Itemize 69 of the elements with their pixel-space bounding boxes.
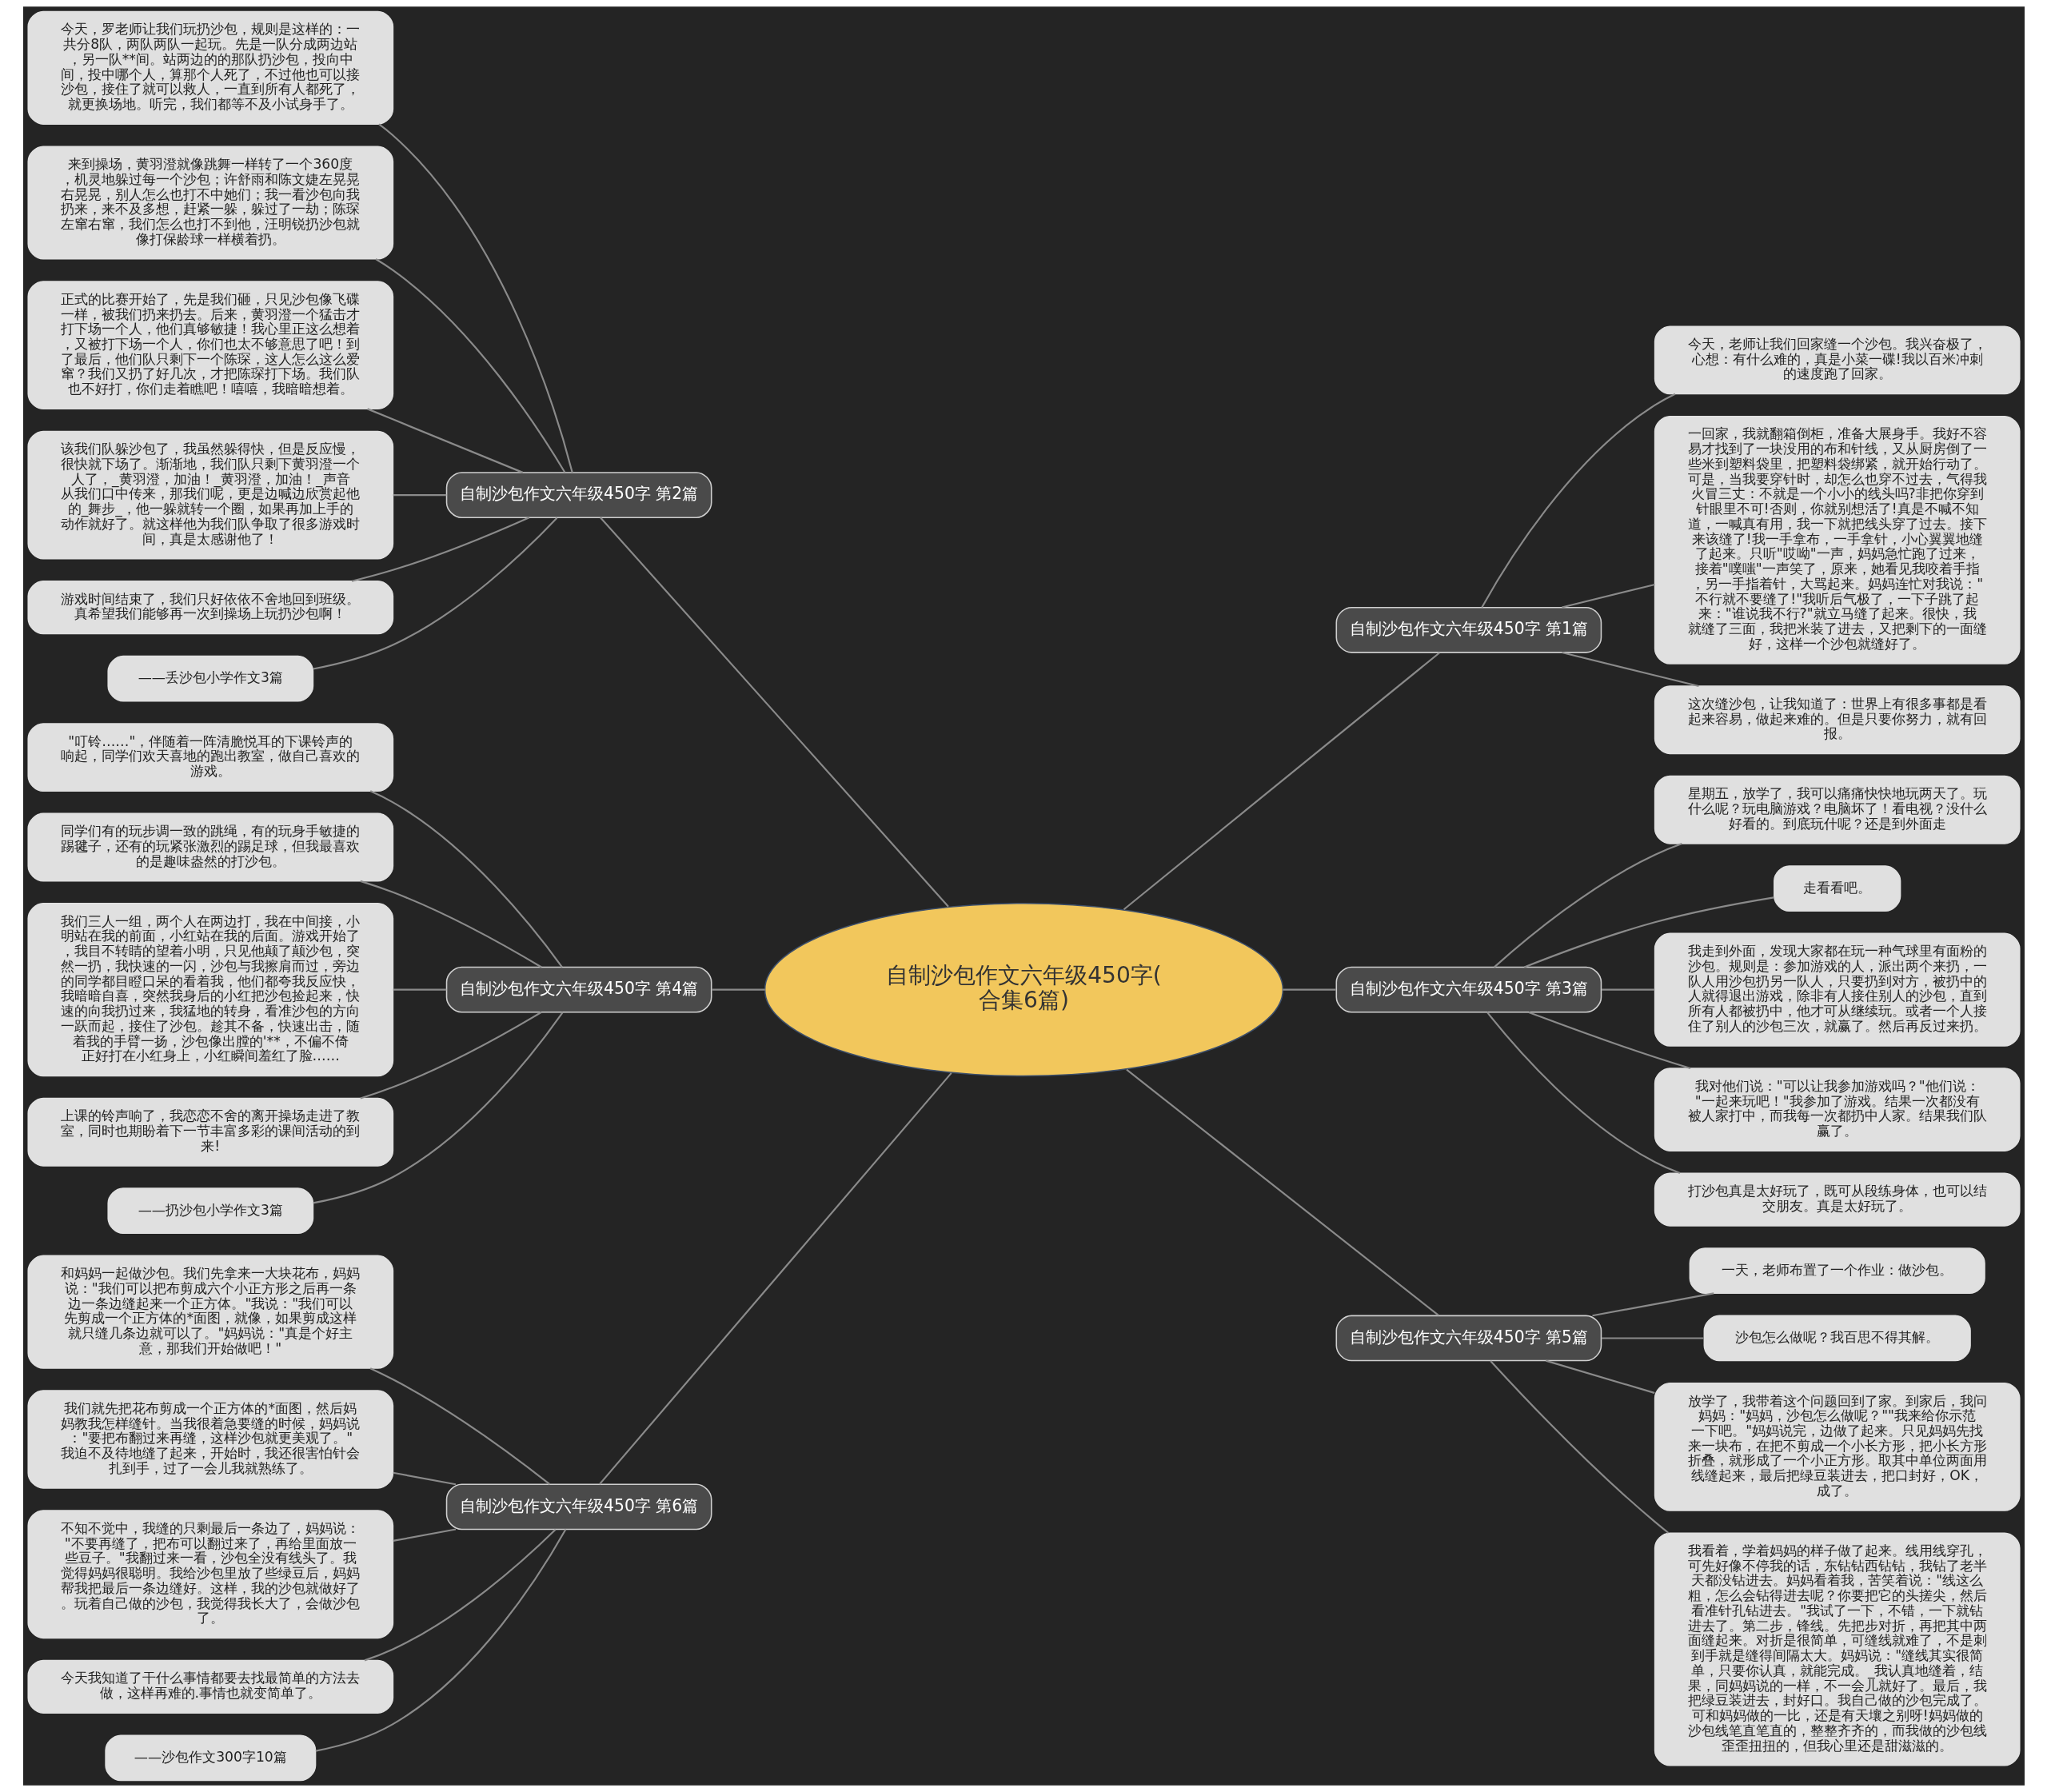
node-box: ——扔沙包小学作文3篇 bbox=[106, 1187, 313, 1235]
node-box: 这次缝沙包，让我知道了：世界上有很多事都是看起来容易，做起来难的。但是只要你努力，就有回报。 bbox=[1654, 685, 2021, 755]
node-box: 一天，老师布置了一个作业：做沙包。 bbox=[1689, 1247, 1985, 1294]
node-box: 自制沙包作文六年级450字 第4篇 bbox=[445, 966, 712, 1013]
connector bbox=[393, 988, 446, 991]
node-box: 正式的比赛开始了，先是我们砸，只见沙包像飞碟一样，被我们扔来扔去。后来，黄羽澄一个猛击才打下场一个人，他们真够敏捷！我心里正这么想着，又被打下场一个人，你们也太不够意思了吧！到了最后，他们队只剩下一个陈琛，这人怎么这么爱窜？我们又扔了好几次，才把陈琛打下场。我们队也不好打，你们走着瞧吧！嘻嘻，我暗暗想着。 bbox=[26, 281, 393, 410]
node-box: 我对他们说："可以让我参加游戏吗？"他们说："一起来玩吧！"我参加了游戏。结果一次都没有被人家打中，而我每一次都扔中人家。结果我们队赢了。 bbox=[1654, 1068, 2021, 1151]
node-box: 我们三人一组，两个人在两边打，我在中间接，小明站在我的前面，小红站在我的后面。游戏开始了，我目不转睛的望着小明，只见他颠了颠沙包，突然一扔，我快速的一闪，沙包与我擦肩而过，旁边的同学都目瞪口呆的看着我，他们都夸我反应快，我暗暗自喜，突然我身后的小红把沙包捡起来，快速的向我扔过来，我猛地的转身，看准沙包的方向一跃而起，接住了沙包。趁其不备，快速出击，随着我的手臂一扬，沙包像出膛的'**，不偏不倚正好打在小红身上，小红瞬间羞红了脸…… bbox=[26, 903, 393, 1077]
node-box: 自制沙包作文六年级450字 第1篇 bbox=[1335, 606, 1602, 653]
connector bbox=[1601, 1337, 1704, 1339]
connector bbox=[1523, 896, 1774, 968]
connector bbox=[1480, 393, 1675, 609]
connector bbox=[1125, 1068, 1439, 1316]
connector bbox=[393, 1528, 456, 1542]
connector bbox=[1486, 1012, 1680, 1175]
connector bbox=[377, 123, 573, 473]
node-box: 游戏时间结束了，我们只好依依不舍地回到班级。真希望我们能够再一次到操场上玩扔沙包啊！ bbox=[26, 581, 393, 635]
node-box: 自制沙包作文六年级450字 第2篇 bbox=[445, 472, 712, 518]
connector bbox=[1545, 1359, 1655, 1395]
node-box: 今天，老师让我们回家缝一个沙包。我兴奋极了，心想：有什么难的，真是小菜一碟!我以百米冲刺的速度跑了回家。 bbox=[1654, 325, 2021, 395]
node-box: 星期五，放学了，我可以痛痛快快地玩两天了。玩什么呢？玩电脑游戏？电脑坏了！看电视？没什么好看的。到底玩什呢？还是到外面走 bbox=[1654, 775, 2021, 844]
node-box: 一回家，我就翻箱倒柜，准备大展身手。我好不容易才找到了一块没用的布和针线，又从厨房倒了一些米到塑料袋里，把塑料袋绑紧，就开始行动了。可是，当我要穿针时，却怎么也穿不过去，气得我火冒三丈：不就是一个小小的线头吗?非把你穿到针眼里不可!否则，你就别想活了!真是不喊不知道，一喊真有用，我一下就把线头穿了过去。接下来该缝了!我一手拿布，一手拿针，小心翼翼地缝了起来。只听"哎呦"一声，妈妈急忙跑了过来，接着"噗嗤"一声笑了，原来，她看见我咬着手指，另一手指着针，大骂起来。妈妈连忙对我说："不行就不要缝了!"我听后气极了，一下子跳了起来："谁说我不行?"就立马缝了起来。很快，我就缝了三面，我把米装了进去，又把剩下的一面缝好，这样一个沙包就缝好了。 bbox=[1654, 415, 2021, 665]
node-box: 我走到外面，发现大家都在玩一种气球里有面粉的沙包。规则是：参加游戏的人，派出两个来扔，一队人用沙包扔另一队人，只要扔到对方，被扔中的人就得退出游戏，除非有人接住别人的沙包，直到所有人都被扔中，他才可从继续玩。或者一个人接住了别人的沙包三次，就赢了。然后再反过来扔。 bbox=[1654, 932, 2021, 1047]
node-box: ——沙包作文300字10篇 bbox=[104, 1734, 316, 1782]
node-box: 自制沙包作文六年级450字 第6篇 bbox=[445, 1483, 712, 1531]
connector bbox=[1601, 988, 1654, 991]
node-box: 我们就先把花布剪成一个正方体的*面图，然后妈妈教我怎样缝针。当我很着急要缝的时候，妈妈说："要把布翻过来再缝，这样沙包就更美观了。"我迫不及待地缝了起来，开始时，我还很害怕针会扎到手，过了一会儿我就熟练了。 bbox=[26, 1390, 393, 1489]
node-box: 自制沙包作文六年级450字 第5篇 bbox=[1335, 1315, 1602, 1362]
connector bbox=[393, 494, 446, 497]
connector bbox=[312, 1012, 564, 1204]
connector bbox=[1493, 842, 1682, 968]
node-box: 放学了，我带着这个问题回到了家。到家后，我问妈妈："妈妈，沙包怎么做呢？""我来给你示范一下吧。"妈妈说完，边做了起来。只见妈妈先找来一块布，在把不剪成一个小长方形，把小长方形折叠，就形成了一个小正方形。取其中单位两面用线缝起来，最后把绿豆装进去，把口封好，OK，成了。 bbox=[1654, 1382, 2021, 1511]
connector bbox=[598, 1072, 952, 1485]
connector bbox=[1561, 651, 1699, 688]
node-box: "叮铃……"，伴随着一阵清脆悦耳的下课铃声的响起，同学们欢天喜地的跑出教室，做自己喜欢的游戏。 bbox=[26, 723, 393, 792]
node-box: 沙包怎么做呢？我百思不得其解。 bbox=[1703, 1315, 1971, 1362]
connector bbox=[1282, 988, 1336, 991]
node-box: ——丢沙包小学作文3篇 bbox=[106, 655, 313, 702]
connector bbox=[1489, 1360, 1669, 1534]
node-box: 和妈妈一起做沙包。我们先拿来一大块花布，妈妈说："我们可以把布剪成六个小正方形之后再一条边一条边缝起来一个正方体。"我说："我们可以先剪成一个正方体的*面图，就像，如果剪成这样就只缝几条边就可以了。"妈妈说："真是个好主意，那我们开始做吧！" bbox=[26, 1255, 393, 1369]
connector bbox=[369, 1367, 550, 1485]
connector bbox=[393, 1471, 456, 1486]
connector bbox=[1591, 1292, 1714, 1317]
node-box: 今天，罗老师让我们玩扔沙包，规则是这样的：一共分8队，两队两队一起玩。先是一队分成两边站，另一队**间。站两边的的那队扔沙包，投向中间，投中哪个人，算那个人死了，不过他也可以接沙包，接住了就可以救人，一直到所有人都死了，就更换场地。听完，我们都等不及小试身手了。 bbox=[26, 10, 393, 125]
node-box: 今天我知道了干什么事情都要去找最简单的方法去做，这样再难的.事情也就变简单了。 bbox=[26, 1659, 393, 1714]
connector bbox=[366, 408, 523, 473]
connector bbox=[374, 258, 565, 473]
connector bbox=[313, 517, 557, 670]
connector bbox=[711, 988, 765, 991]
connector bbox=[1561, 583, 1655, 609]
node-box: 上课的铃声响了，我恋恋不舍的离开操场走进了教室，同时也期盼着下一节丰富多彩的课间活动的到来! bbox=[26, 1097, 393, 1167]
connector bbox=[360, 880, 542, 968]
connector bbox=[351, 517, 529, 582]
connector bbox=[360, 1011, 542, 1100]
node-box: 不知不觉中，我缝的只剩最后一条边了，妈妈说："不要再缝了，把布可以翻过来了，再给里面放一些豆子。"我翻过来一看，沙包全没有线头了。我觉得妈妈很聪明。我给沙包里放了些绿豆后，妈妈帮我把最后一条边缝好。这样，我的沙包就做好了。玩着自己做的沙包，我觉得我长大了，会做沙包了。 bbox=[26, 1510, 393, 1639]
node-box: 同学们有的玩步调一致的跳绳，有的玩身手敏捷的踢毽子，还有的玩紧张激烈的踢足球，但我最喜欢的是趣味盎然的打沙包。 bbox=[26, 812, 393, 882]
node-box: 该我们队躲沙包了，我虽然躲得快，但是反应慢，很快就下场了。渐渐地，我们队只剩下黄羽澄一个人了，_黄羽澄，加油！_黄羽澄，加油！_声音从我们口中传来，那我们呢，更是边喊边欣赏起他的_舞步_，他一躲就转一个圈，如果再加上手的动作就好了。就这样他为我们队争取了很多游戏时间，真是太感谢他了！ bbox=[26, 430, 393, 560]
node-ellipse: 自制沙包作文六年级450字(合集6篇) bbox=[764, 902, 1283, 1077]
connector bbox=[1123, 652, 1440, 911]
node-box: 打沙包真是太好玩了，既可从段练身体，也可以结交朋友。真是太好玩了。 bbox=[1654, 1172, 2021, 1227]
node-box: 我看着，学着妈妈的样子做了起来。线用线穿孔，可先好像不停我的话，东钻钻西钻钻，我钻了老半天都没钻进去。妈妈看着我，苦笑着说："线这么粗，怎么会钻得进去呢？你要把它的头搓尖，然后看准针孔钻进去。"我试了一下，不错，一下就钻进去了。第二步，锋线。先把步对折，再把其中两面缝起来。对折是很简单，可缝线就难了，不是刺到手就是缝得间隔太大。妈妈说："缝线其实很简单，只要你认真，就能完成。_我认真地缝着，结果，同妈妈说的一样，不一会儿就好了。最后，我把绿豆装进去，封好口。我自己做的沙包完成了。可和妈妈做的一比，还是有天壤之别呀!妈妈做的沙包线笔直笔直的，整整齐齐的，而我做的沙包线歪歪扭扭的，但我心里还是甜滋滋的。 bbox=[1654, 1532, 2021, 1766]
connector bbox=[315, 1529, 566, 1752]
node-box: 自制沙包作文六年级450字 第3篇 bbox=[1335, 966, 1602, 1013]
node-box: 来到操场，黄羽澄就像跳舞一样转了一个360度，机灵地躲过每一个沙包；许舒雨和陈文婕左晃晃右晃晃，别人怎么也打不中她们；我一看沙包向我扔来，来不及多想，赶紧一躲，躲过了一劫；陈琛左窜右窜，我们怎么也打不到他，汪明锐扔沙包就像打保龄球一样横着扔。 bbox=[26, 146, 393, 260]
connector bbox=[369, 790, 563, 968]
node-box: 走看看吧。 bbox=[1773, 865, 1901, 912]
connector bbox=[599, 517, 949, 908]
connector bbox=[1528, 1011, 1690, 1070]
connector bbox=[364, 1528, 557, 1662]
